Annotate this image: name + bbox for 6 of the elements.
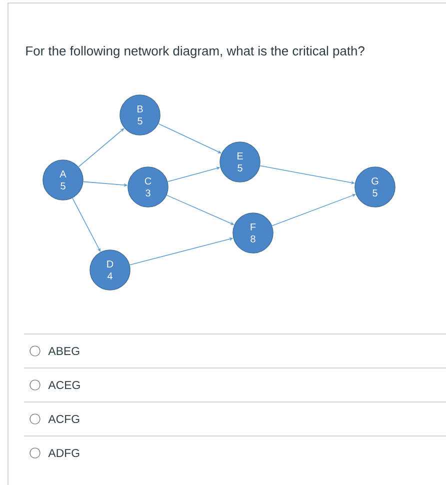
answer-option: ADFG xyxy=(48,448,80,458)
answer-option: ACFG xyxy=(48,414,80,424)
answer-option: ACEG xyxy=(48,380,80,390)
answer-option: ABEG xyxy=(48,346,80,356)
question-text: For the following network diagram, what is the critical path? xyxy=(26,46,364,58)
arrow xyxy=(78,128,124,168)
